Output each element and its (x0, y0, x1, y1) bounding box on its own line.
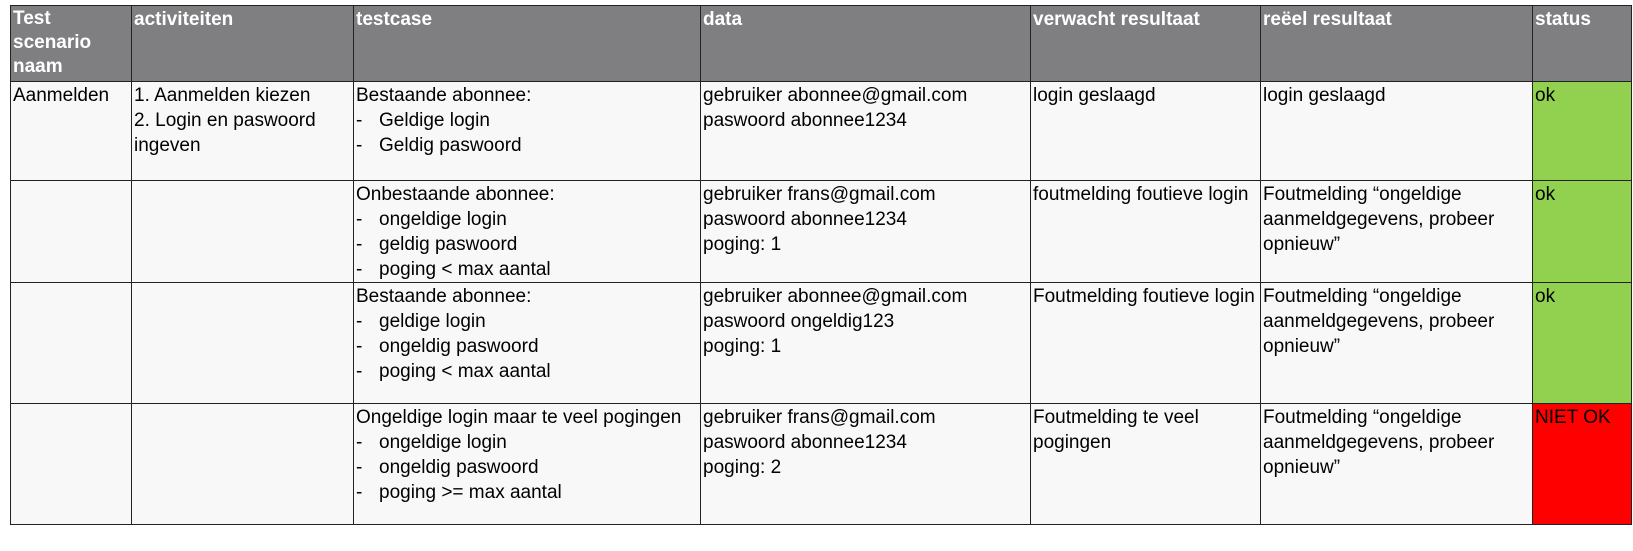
header-activities: activiteiten (131, 5, 354, 82)
data-cell: gebruiker abonnee@gmail.com paswoord abo… (700, 81, 1031, 181)
testcase-item: -ongeldig paswoord (356, 336, 539, 357)
activities-cell (131, 282, 354, 404)
data-line: gebruiker abonnee@gmail.com (703, 286, 968, 307)
scenario-cell: Aanmelden (10, 81, 132, 181)
testcase-title: Bestaande abonnee: (356, 85, 532, 106)
data-line: gebruiker frans@gmail.com (703, 184, 936, 205)
testcase-item: -poging < max aantal (356, 361, 551, 382)
activities-cell (131, 403, 354, 525)
table-row: Bestaande abonnee: -geldige login -ongel… (10, 282, 1632, 404)
scenario-cell (10, 403, 132, 525)
actual-cell: Foutmelding “ongeldige aanmeldgegevens, … (1260, 403, 1533, 525)
data-line: paswoord abonnee1234 (703, 432, 907, 453)
activities-cell (131, 180, 354, 283)
actual-cell: Foutmelding “ongeldige aanmeldgegevens, … (1260, 282, 1533, 404)
data-line: poging: 2 (703, 457, 782, 478)
testcase-item: -Geldig paswoord (356, 135, 522, 156)
scenario-cell (10, 282, 132, 404)
activity-item: 1. Aanmelden kiezen (134, 85, 311, 106)
data-line: paswoord abonnee1234 (703, 110, 907, 131)
testcase-item: -poging >= max aantal (356, 482, 562, 503)
test-scenario-table: Test scenario naam activiteiten testcase… (10, 5, 1632, 525)
data-line: gebruiker abonnee@gmail.com (703, 85, 968, 106)
header-expected: verwacht resultaat (1030, 5, 1261, 82)
data-line: gebruiker frans@gmail.com (703, 407, 936, 428)
activities-cell: 1. Aanmelden kiezen 2. Login en paswoord… (131, 81, 354, 181)
data-line: paswoord abonnee1234 (703, 209, 907, 230)
expected-cell: login geslaagd (1030, 81, 1261, 181)
testcase-cell: Bestaande abonnee: -Geldige login -Geldi… (353, 81, 701, 181)
expected-cell: foutmelding foutieve login (1030, 180, 1261, 283)
activity-item: 2. Login en paswoord ingeven (134, 110, 316, 156)
data-cell: gebruiker abonnee@gmail.com paswoord ong… (700, 282, 1031, 404)
table-row: Onbestaande abonnee: -ongeldige login -g… (10, 180, 1632, 283)
testcase-item: -geldig paswoord (356, 234, 518, 255)
status-badge: ok (1532, 180, 1632, 283)
testcase-title: Onbestaande abonnee: (356, 184, 555, 205)
status-badge: ok (1532, 81, 1632, 181)
actual-cell: Foutmelding “ongeldige aanmeldgegevens, … (1260, 180, 1533, 283)
testcase-title: Ongeldige login maar te veel pogingen (356, 407, 682, 428)
header-actual: reëel resultaat (1260, 5, 1533, 82)
data-cell: gebruiker frans@gmail.com paswoord abonn… (700, 180, 1031, 283)
status-badge: ok (1532, 282, 1632, 404)
status-badge: NIET OK (1532, 403, 1632, 525)
header-row: Test scenario naam activiteiten testcase… (10, 5, 1632, 82)
table-row: Ongeldige login maar te veel pogingen -o… (10, 403, 1632, 525)
testcase-item: -ongeldige login (356, 209, 507, 230)
testcase-item: -geldige login (356, 311, 486, 332)
data-line: poging: 1 (703, 234, 782, 255)
header-data: data (700, 5, 1031, 82)
data-line: paswoord ongeldig123 (703, 311, 895, 332)
expected-cell: Foutmelding te veel pogingen (1030, 403, 1261, 525)
testcase-item: -poging < max aantal (356, 259, 551, 280)
scenario-cell (10, 180, 132, 283)
testcase-cell: Bestaande abonnee: -geldige login -ongel… (353, 282, 701, 404)
header-status: status (1532, 5, 1632, 82)
header-testcase: testcase (353, 5, 701, 82)
data-line: poging: 1 (703, 336, 782, 357)
testcase-title: Bestaande abonnee: (356, 286, 532, 307)
testcase-item: -ongeldige login (356, 432, 507, 453)
table-row: Aanmelden 1. Aanmelden kiezen 2. Login e… (10, 81, 1632, 181)
testcase-cell: Onbestaande abonnee: -ongeldige login -g… (353, 180, 701, 283)
testcase-item: -ongeldig paswoord (356, 457, 539, 478)
actual-cell: login geslaagd (1260, 81, 1533, 181)
expected-cell: Foutmelding foutieve login (1030, 282, 1261, 404)
header-scenario: Test scenario naam (10, 5, 132, 82)
data-cell: gebruiker frans@gmail.com paswoord abonn… (700, 403, 1031, 525)
testcase-item: -Geldige login (356, 110, 490, 131)
testcase-cell: Ongeldige login maar te veel pogingen -o… (353, 403, 701, 525)
